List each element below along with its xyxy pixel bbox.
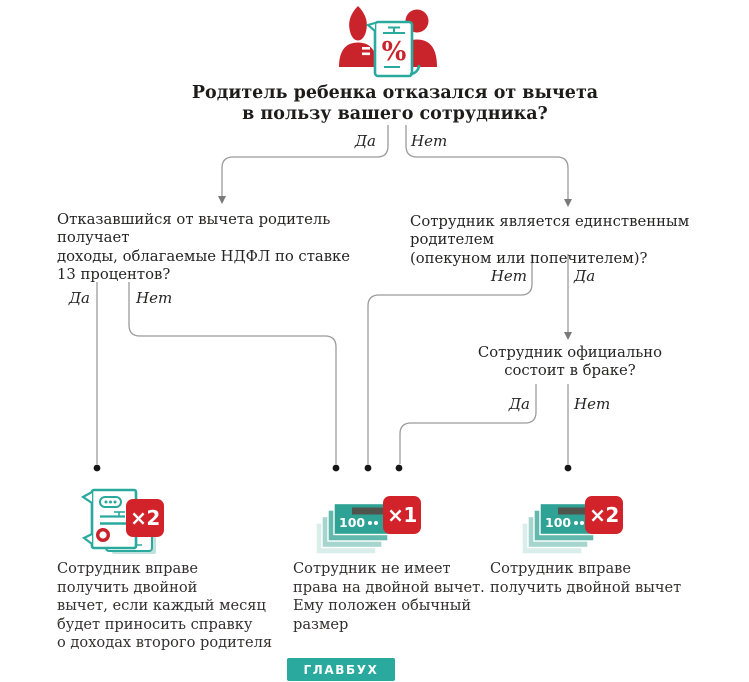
- mother-shoulders: [339, 42, 377, 67]
- end-dot: [364, 464, 372, 472]
- label-yes-q2: Да: [574, 267, 596, 285]
- outcome-line: вычет, если каждый месяц: [57, 597, 266, 615]
- arrowhead-q1: [218, 196, 226, 204]
- banknotes-icon: 100: [522, 502, 603, 555]
- question-line: (опекуном или попечителем)?: [410, 249, 648, 267]
- question-line: Сотрудник официально: [477, 344, 663, 361]
- connector-q3-yes: [399, 384, 537, 464]
- banknote-value: 100: [339, 515, 365, 530]
- outcome-left-text: Сотрудник вправе получить двойной вычет,…: [57, 560, 307, 653]
- label-yes-q1: Да: [68, 289, 90, 307]
- label-no-q1: Нет: [136, 289, 173, 307]
- outcome-line: права на двойной вычет.: [293, 578, 485, 596]
- question-line: Отказавшийся от вычета родитель получает: [57, 211, 331, 247]
- end-dot: [564, 464, 572, 472]
- outcome-line: будет приносить справку: [57, 615, 253, 633]
- parents-percent-document-icon: %: [339, 6, 437, 78]
- label-yes-title: Да: [354, 132, 376, 150]
- multiplier-badge-x1-middle: ×1: [383, 496, 421, 534]
- outcome-line: получить двойной: [57, 578, 198, 596]
- page-title: Родитель ребенка отказался от вычета в п…: [135, 83, 655, 125]
- connector-q1-no: [128, 282, 337, 464]
- brand-badge: ГЛАВБУХ: [287, 658, 395, 681]
- multiplier-badge-x2-right: ×2: [585, 496, 623, 534]
- outcome-line: о доходах второго родителя: [57, 634, 273, 652]
- outcome-right-text: Сотрудник вправе получить двойной вычет: [490, 560, 720, 597]
- outcome-line: Сотрудник вправе: [57, 560, 198, 577]
- end-dot: [395, 464, 403, 472]
- question-line: Сотрудник является единственным родителе…: [410, 213, 690, 249]
- multiplier-badge-x2-left: ×2: [126, 499, 164, 537]
- outcome-line: Сотрудник вправе: [490, 560, 631, 577]
- outcome-line: размер: [293, 615, 349, 633]
- label-no-q3: Нет: [574, 395, 611, 413]
- question-married: Сотрудник официально состоит в браке?: [460, 344, 680, 381]
- connector-title-no: [405, 125, 569, 200]
- connector-title-yes: [221, 125, 389, 197]
- question-income-13-percent: Отказавшийся от вычета родитель получает…: [57, 211, 402, 284]
- percent-scroll: %: [365, 20, 421, 78]
- mother-silhouette: [349, 6, 367, 41]
- question-line: доходы, облагаемые НДФЛ по ставке: [57, 247, 351, 265]
- title-line-1: Родитель ребенка отказался от вычета: [191, 83, 599, 103]
- outcome-line: получить двойной вычет: [490, 578, 682, 596]
- end-dot: [332, 464, 340, 472]
- connector-q2-no: [367, 254, 533, 464]
- label-yes-q3: Да: [508, 395, 530, 413]
- stamp-icon: [96, 528, 111, 543]
- question-single-parent: Сотрудник является единственным родителе…: [410, 213, 745, 268]
- certificate-documents-icon: [80, 488, 156, 554]
- arrowhead-q2: [564, 199, 572, 207]
- question-line: состоит в браке?: [504, 362, 636, 380]
- title-line-2: в пользу вашего сотрудника?: [242, 104, 548, 124]
- certificate-sheet: [80, 488, 138, 550]
- outcome-middle-text: Сотрудник не имеет права на двойной выче…: [293, 560, 503, 634]
- arrowhead-q3: [564, 332, 572, 340]
- label-no-title: Нет: [411, 132, 448, 150]
- percent-glyph: %: [382, 37, 407, 67]
- outcome-line: Сотрудник не имеет: [293, 560, 451, 577]
- banknote-value: 100: [545, 515, 571, 530]
- question-line: 13 процентов?: [57, 265, 171, 283]
- outcome-line: Ему положен обычный: [293, 597, 472, 615]
- end-dot: [93, 464, 101, 472]
- label-no-q2: Нет: [490, 267, 527, 285]
